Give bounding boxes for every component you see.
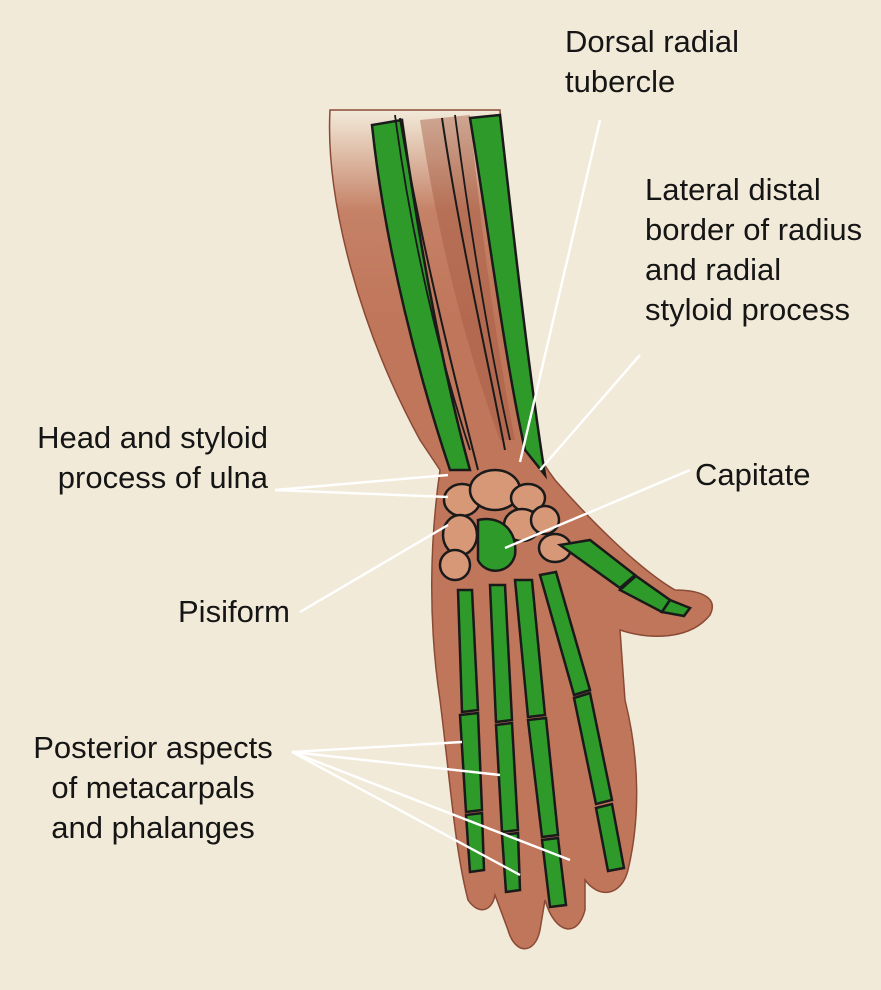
label-dorsal-radial-tubercle-line1: Dorsal radial bbox=[565, 22, 739, 62]
label-pisiform-text: Pisiform bbox=[178, 592, 290, 632]
label-posterior-aspects-line1: Posterior aspects bbox=[18, 728, 288, 768]
label-capitate: Capitate bbox=[695, 455, 810, 495]
label-pisiform: Pisiform bbox=[178, 592, 290, 632]
label-posterior-aspects: Posterior aspects of metacarpals and pha… bbox=[18, 728, 288, 848]
label-head-styloid-ulna: Head and styloid process of ulna bbox=[10, 418, 268, 498]
label-posterior-aspects-line2: of metacarpals bbox=[18, 768, 288, 808]
label-head-styloid-ulna-line2: process of ulna bbox=[10, 458, 268, 498]
label-capitate-text: Capitate bbox=[695, 455, 810, 495]
label-dorsal-radial-tubercle: Dorsal radial tubercle bbox=[565, 22, 739, 102]
label-lateral-distal-border-line2: border of radius bbox=[645, 210, 862, 250]
label-posterior-aspects-line3: and phalanges bbox=[18, 808, 288, 848]
label-lateral-distal-border-line1: Lateral distal bbox=[645, 170, 862, 210]
label-head-styloid-ulna-line1: Head and styloid bbox=[10, 418, 268, 458]
label-lateral-distal-border: Lateral distal border of radius and radi… bbox=[645, 170, 862, 330]
label-lateral-distal-border-line3: and radial bbox=[645, 250, 862, 290]
label-lateral-distal-border-line4: styloid process bbox=[645, 290, 862, 330]
label-dorsal-radial-tubercle-line2: tubercle bbox=[565, 62, 739, 102]
